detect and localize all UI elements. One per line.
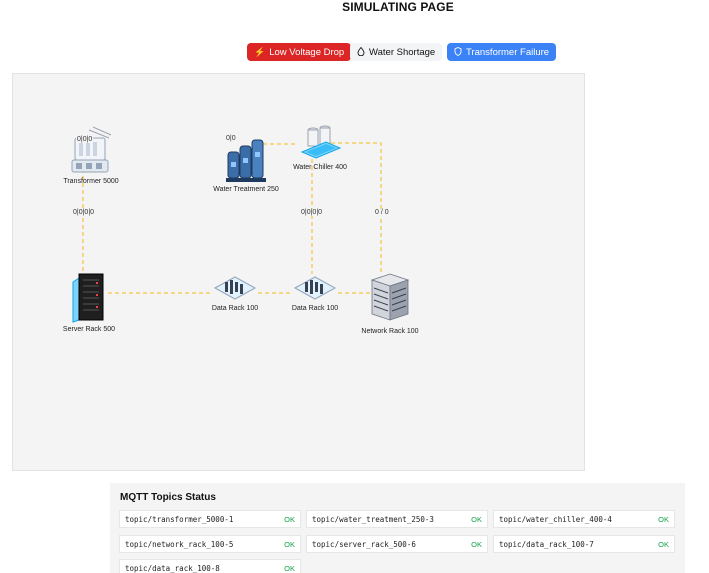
topic-row: topic/water_treatment_250-3 OK <box>306 510 488 528</box>
topic-status: OK <box>284 563 295 573</box>
water-treatment-icon <box>226 139 266 182</box>
water-shortage-label: Water Shortage <box>369 46 436 58</box>
topic-name: topic/water_treatment_250-3 <box>312 514 434 524</box>
low-voltage-drop-label: Low Voltage Drop <box>269 46 345 58</box>
water-shortage-button[interactable]: Water Shortage <box>350 43 443 61</box>
topic-row: topic/server_rack_500-6 OK <box>306 535 488 553</box>
droplet-icon <box>357 46 365 58</box>
transformer-failure-button[interactable]: Transformer Failure <box>447 43 557 61</box>
topic-status: OK <box>471 514 482 524</box>
topology-canvas[interactable]: Transformer 5000 0|0|0 Water Treatment 2… <box>12 73 585 471</box>
topic-name: topic/transformer_5000-1 <box>125 514 234 524</box>
mqtt-topics-panel: MQTT Topics Status topic/transformer_500… <box>110 483 685 573</box>
transformer-icon <box>71 126 112 173</box>
topic-name: topic/network_rack_100-5 <box>125 539 234 549</box>
topic-row: topic/data_rack_100-7 OK <box>493 535 675 553</box>
transformer-badge: 0|0|0 <box>76 136 94 143</box>
topic-status: OK <box>658 514 669 524</box>
edge-label-transformer-server: 0|0|0|0 <box>72 209 96 216</box>
topic-status: OK <box>658 539 669 549</box>
topic-name: topic/water_chiller_400-4 <box>499 514 612 524</box>
node-data-rack-2[interactable]: Data Rack 100 <box>275 273 355 312</box>
server-rack-icon <box>72 273 104 323</box>
data-rack-2-label: Data Rack 100 <box>291 305 339 312</box>
topic-name: topic/data_rack_100-8 <box>125 563 220 573</box>
water-treatment-badge: 0|0 <box>225 135 237 142</box>
network-rack-label: Network Rack 100 <box>361 328 419 335</box>
server-rack-label: Server Rack 500 <box>62 326 116 333</box>
transformer-failure-label: Transformer Failure <box>466 46 550 58</box>
node-water-treatment[interactable]: Water Treatment 250 <box>206 132 286 193</box>
water-treatment-label: Water Treatment 250 <box>213 186 279 193</box>
mqtt-panel-title: MQTT Topics Status <box>120 492 216 503</box>
water-chiller-label: Water Chiller 400 <box>293 164 347 171</box>
shield-icon <box>454 46 462 58</box>
link-chiller-network <box>331 142 382 274</box>
topic-name: topic/server_rack_500-6 <box>312 539 416 549</box>
node-water-chiller[interactable]: Water Chiller 400 <box>280 122 360 171</box>
node-data-rack-1[interactable]: Data Rack 100 <box>195 273 275 312</box>
topic-row: topic/transformer_5000-1 OK <box>119 510 301 528</box>
network-rack-icon <box>370 273 410 321</box>
edge-label-chiller-datarack: 0|0|0|0 <box>300 209 324 216</box>
connection-lines <box>82 142 382 294</box>
topic-row: topic/water_chiller_400-4 OK <box>493 510 675 528</box>
data-rack-icon <box>293 276 337 300</box>
transformer-label: Transformer 5000 <box>63 178 119 185</box>
node-transformer[interactable]: Transformer 5000 <box>51 124 131 185</box>
topic-status: OK <box>284 514 295 524</box>
data-rack-icon <box>213 276 257 300</box>
topic-status: OK <box>284 539 295 549</box>
edge-label-chiller-network: 0 / 0 <box>374 209 390 216</box>
page-title: SIMULATING PAGE <box>342 0 454 14</box>
topic-row: topic/network_rack_100-5 OK <box>119 535 301 553</box>
node-network-rack[interactable]: Network Rack 100 <box>350 272 430 335</box>
low-voltage-drop-button[interactable]: ⚡ Low Voltage Drop <box>247 43 352 61</box>
topic-name: topic/data_rack_100-7 <box>499 539 594 549</box>
data-rack-1-label: Data Rack 100 <box>211 305 259 312</box>
topic-status: OK <box>471 539 482 549</box>
topic-row: topic/data_rack_100-8 OK <box>119 559 301 573</box>
node-server-rack[interactable]: Server Rack 500 <box>49 272 129 333</box>
water-chiller-icon <box>300 125 342 159</box>
lightning-icon: ⚡ <box>254 46 266 57</box>
